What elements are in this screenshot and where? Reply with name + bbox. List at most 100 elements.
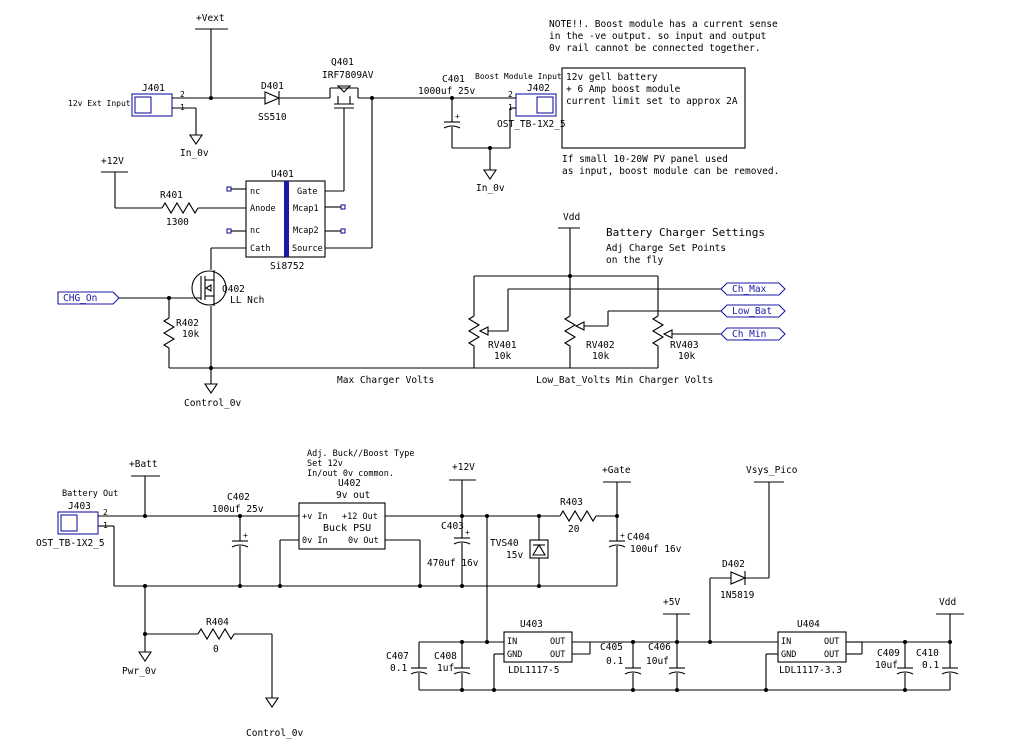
rv401-pot [467,315,481,347]
rv403-ref: RV403 [670,340,699,351]
d402-diode [730,571,747,585]
c408-ref: C408 [434,651,457,662]
svg-text:Gate: Gate [297,187,317,197]
j402-desc: Boost Module Input [475,72,562,81]
lowbat-volts-label: Low_Bat_Volts [536,375,610,386]
ch-max-label: Ch_Max [732,284,767,295]
j402-connector [515,93,557,117]
c405-ref: C405 [600,642,623,653]
u404-val: LDL1117-3.3 [779,665,842,676]
ground-symbol-in0v-b [482,169,498,180]
u404-ref: U404 [797,619,820,630]
r404-resistor [197,627,235,641]
rv401-ref: RV401 [488,340,517,351]
q402-val: LL Nch [230,295,264,306]
pv-line1: If small 10-20W PV panel used [562,154,728,165]
svg-text:OUT: OUT [824,650,839,660]
rv402-val: 10k [592,351,609,362]
j402-ref: J402 [527,83,550,94]
note1-line1: NOTE!!. Boost module has a current sense [549,19,778,30]
svg-text:0v Out: 0v Out [348,536,379,546]
svg-text:0v In: 0v In [302,536,328,546]
j403-ref: J403 [68,501,91,512]
svg-text:Cath: Cath [250,244,270,254]
svg-text:+: + [455,112,460,121]
in0v-b-label: In_0v [476,183,505,194]
svg-text:IN: IN [507,637,517,647]
r403-val: 20 [568,524,580,535]
v5-label: +5V [663,597,680,608]
v12a-label: +12V [101,156,124,167]
u404-regulator [777,631,847,663]
q402-ref: Q402 [222,284,245,295]
svg-text:Mcap2: Mcap2 [293,226,319,236]
j401-ref: J401 [142,83,165,94]
tvs-ref: TVS40 [490,538,519,549]
v12b-label: +12V [452,462,475,473]
charger-title: Battery Charger Settings [606,226,765,239]
c409-val: 10uf [875,660,898,671]
j403-connector [57,511,99,535]
svg-text:2: 2 [103,508,108,517]
r401-ref: R401 [160,190,183,201]
svg-text:nc: nc [250,226,260,236]
charger-line1: Adj Charge Set Points [606,243,726,254]
rv401-val: 10k [494,351,511,362]
vsys-label: Vsys_Pico [746,465,798,476]
r404-ref: R404 [206,617,229,628]
ground-symbol-in0v-a [188,134,204,145]
min-volts-label: Min Charger Volts [616,375,713,386]
svg-text:+: + [465,528,470,537]
control0v-b-label: Control_0v [246,728,303,739]
ch-max-net-flag [720,282,786,296]
r403-resistor [559,509,597,523]
box-line1: 12v gell battery [566,72,658,83]
u401-ref: U401 [271,169,294,180]
d402-val: 1N5819 [720,590,755,601]
note1-line3: 0v rail cannot be connected together. [549,43,761,54]
svg-text:+: + [620,531,625,540]
r402-val: 10k [182,329,199,340]
buck-note-line2: Set 12v [307,459,343,469]
j401-connector [131,93,173,117]
max-volts-label: Max Charger Volts [337,375,434,386]
vdd-top-label: Vdd [563,212,580,223]
c405-val: 0.1 [606,656,623,667]
q401-mosfet [329,85,359,118]
low-bat-net-flag [720,304,786,318]
svg-text:+: + [243,531,248,540]
note1-line2: in the -ve output. so input and output [549,31,766,42]
svg-text:OUT: OUT [550,650,565,660]
svg-text:2: 2 [180,90,185,99]
c408-val: 1uf [437,663,454,674]
chg-on-net-flag [57,291,120,305]
rv403-val: 10k [678,351,695,362]
svg-text:Mcap1: Mcap1 [293,204,319,214]
vext-label: +Vext [196,13,225,24]
u403-ref: U403 [520,619,543,630]
rv402-pot [563,315,577,347]
q402-mosfet [191,270,227,306]
j401-desc: 12v Ext Input [68,99,131,108]
svg-text:+v In: +v In [302,512,328,522]
svg-text:OUT: OUT [824,637,839,647]
ch-min-label: Ch_Min [732,329,766,340]
box-line2: + 6 Amp boost module [566,84,681,95]
j403-val: OST_TB-1X2_5 [36,538,105,549]
svg-text:GND: GND [507,650,522,660]
r401-val: 1300 [166,217,189,228]
r403-ref: R403 [560,497,583,508]
u402-ref: U402 [338,478,361,489]
r404-val: 0 [213,644,219,655]
d401-diode [264,91,281,105]
low-bat-label: Low_Bat [732,306,772,317]
rv402-ref: RV402 [586,340,615,351]
c409-ref: C409 [877,648,900,659]
q401-ref: Q401 [331,57,354,68]
c401-ref: C401 [442,74,465,85]
c403-ref: C403 [441,521,464,532]
c410-val: 0.1 [922,660,939,671]
svg-text:nc: nc [250,187,260,197]
charger-line2: on the fly [606,255,663,266]
c407-ref: C407 [386,651,409,662]
